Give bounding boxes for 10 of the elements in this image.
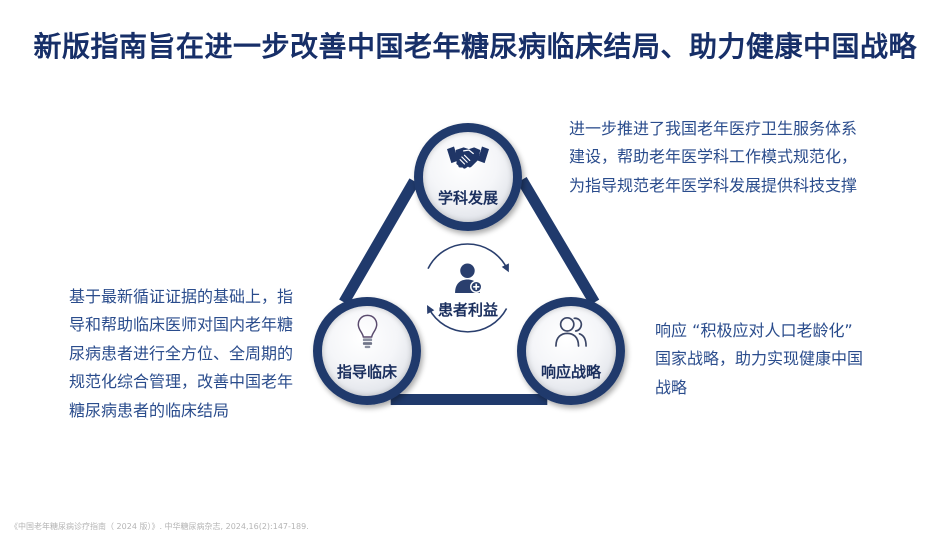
center-label: 患者利益 bbox=[438, 300, 498, 320]
connector-line bbox=[390, 394, 548, 405]
source-note: 《中国老年糖尿病诊疗指南（ 2024 版）》. 中华糖尿病杂志, 2024,16(2):147-189. bbox=[10, 521, 309, 532]
circle-label: 学科发展 bbox=[438, 188, 498, 208]
description-text: 基于最新循证证据的基础上，指导和帮助临床医师对国内老年糖尿病患者进行全方位、全周期的规范化综合管理，改善中国老年糖尿病患者的临床结局 bbox=[69, 286, 294, 422]
description-text: 进一步推进了我国老年医疗卫生服务体系建设，帮助老年医学科工作模式规范化，为指导规范老年医学科发展提供科技支撑 bbox=[569, 118, 858, 197]
circle-label: 响应战略 bbox=[541, 362, 601, 382]
slide-title: 新版指南旨在进一步改善中国老年糖尿病临床结局、助力健康中国战略 bbox=[33, 29, 917, 65]
description-text: 响应 “积极应对人口老龄化”国家战略，助力实现健康中国战略 bbox=[655, 320, 864, 399]
circle-label: 指导临床 bbox=[337, 362, 397, 382]
